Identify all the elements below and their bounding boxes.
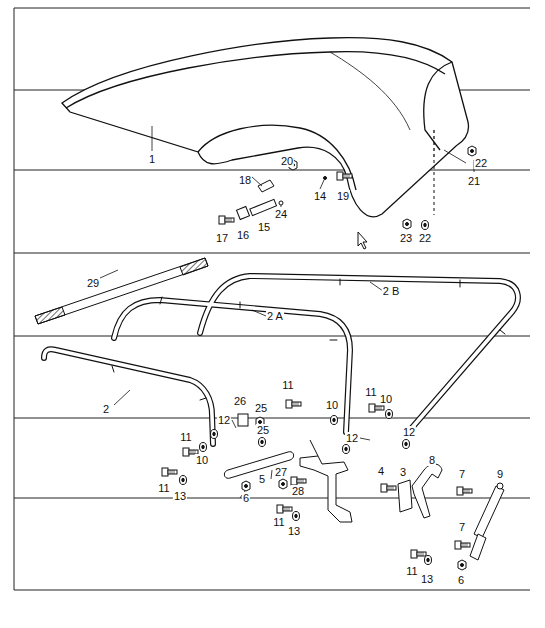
callout-number: 14 [313, 190, 327, 202]
callout-number: 11 [405, 565, 418, 577]
callout-number: 10 [379, 393, 393, 405]
callout-number: 25 [256, 424, 270, 436]
callout-number: 22 [418, 232, 432, 244]
callout-number: 13 [173, 490, 187, 502]
callout-number: 2 B [382, 285, 401, 297]
cursor-icon [358, 232, 367, 249]
callout-number: 10 [325, 399, 339, 411]
callout-number: 18 [238, 174, 252, 186]
callout-number: 11 [364, 386, 377, 398]
frame [14, 8, 530, 590]
callout-number: 2 A [266, 310, 284, 322]
callout-number: 28 [291, 485, 305, 497]
callout-number: 10 [195, 454, 209, 466]
callout-number: 11 [179, 431, 192, 443]
callout-number: 12 [217, 414, 231, 426]
callout-number: 16 [236, 229, 250, 241]
leader-lines [100, 126, 474, 498]
callout-number: 20 [280, 155, 294, 167]
callout-number: 11 [281, 379, 294, 391]
callout-number: 8 [428, 454, 436, 466]
callout-number: 23 [399, 232, 413, 244]
callout-number: 26 [233, 395, 247, 407]
callout-number: 29 [86, 277, 100, 289]
hardtop-hardware [219, 146, 476, 230]
callout-number: 11 [157, 482, 170, 494]
roof-bows [44, 276, 518, 444]
callout-number: 13 [287, 525, 301, 537]
callout-number: 17 [215, 232, 229, 244]
callout-number: 5 [258, 473, 266, 485]
callout-number: 21 [467, 175, 481, 187]
callout-number: 25 [254, 402, 268, 414]
callout-number: 2 [102, 403, 110, 415]
callout-number: 7 [458, 521, 466, 533]
callout-number: 24 [274, 208, 288, 220]
callout-number: 19 [336, 190, 350, 202]
callout-number: 12 [402, 426, 416, 438]
hardtop [62, 38, 469, 217]
callout-number: 11 [272, 516, 285, 528]
callout-number: 3 [399, 466, 407, 478]
callout-number: 22 [474, 157, 488, 169]
mounting-hardware [162, 400, 504, 570]
callout-number: 13 [420, 573, 434, 585]
callout-number: 12 [345, 432, 359, 444]
callout-number: 27 [274, 466, 288, 478]
callout-number: 15 [257, 221, 271, 233]
callout-number: 6 [457, 574, 465, 586]
callout-number: 6 [242, 492, 250, 504]
callout-number: 4 [377, 465, 385, 477]
callout-number: 9 [496, 468, 504, 480]
callout-number: 1 [148, 153, 156, 165]
callout-number: 7 [458, 468, 466, 480]
